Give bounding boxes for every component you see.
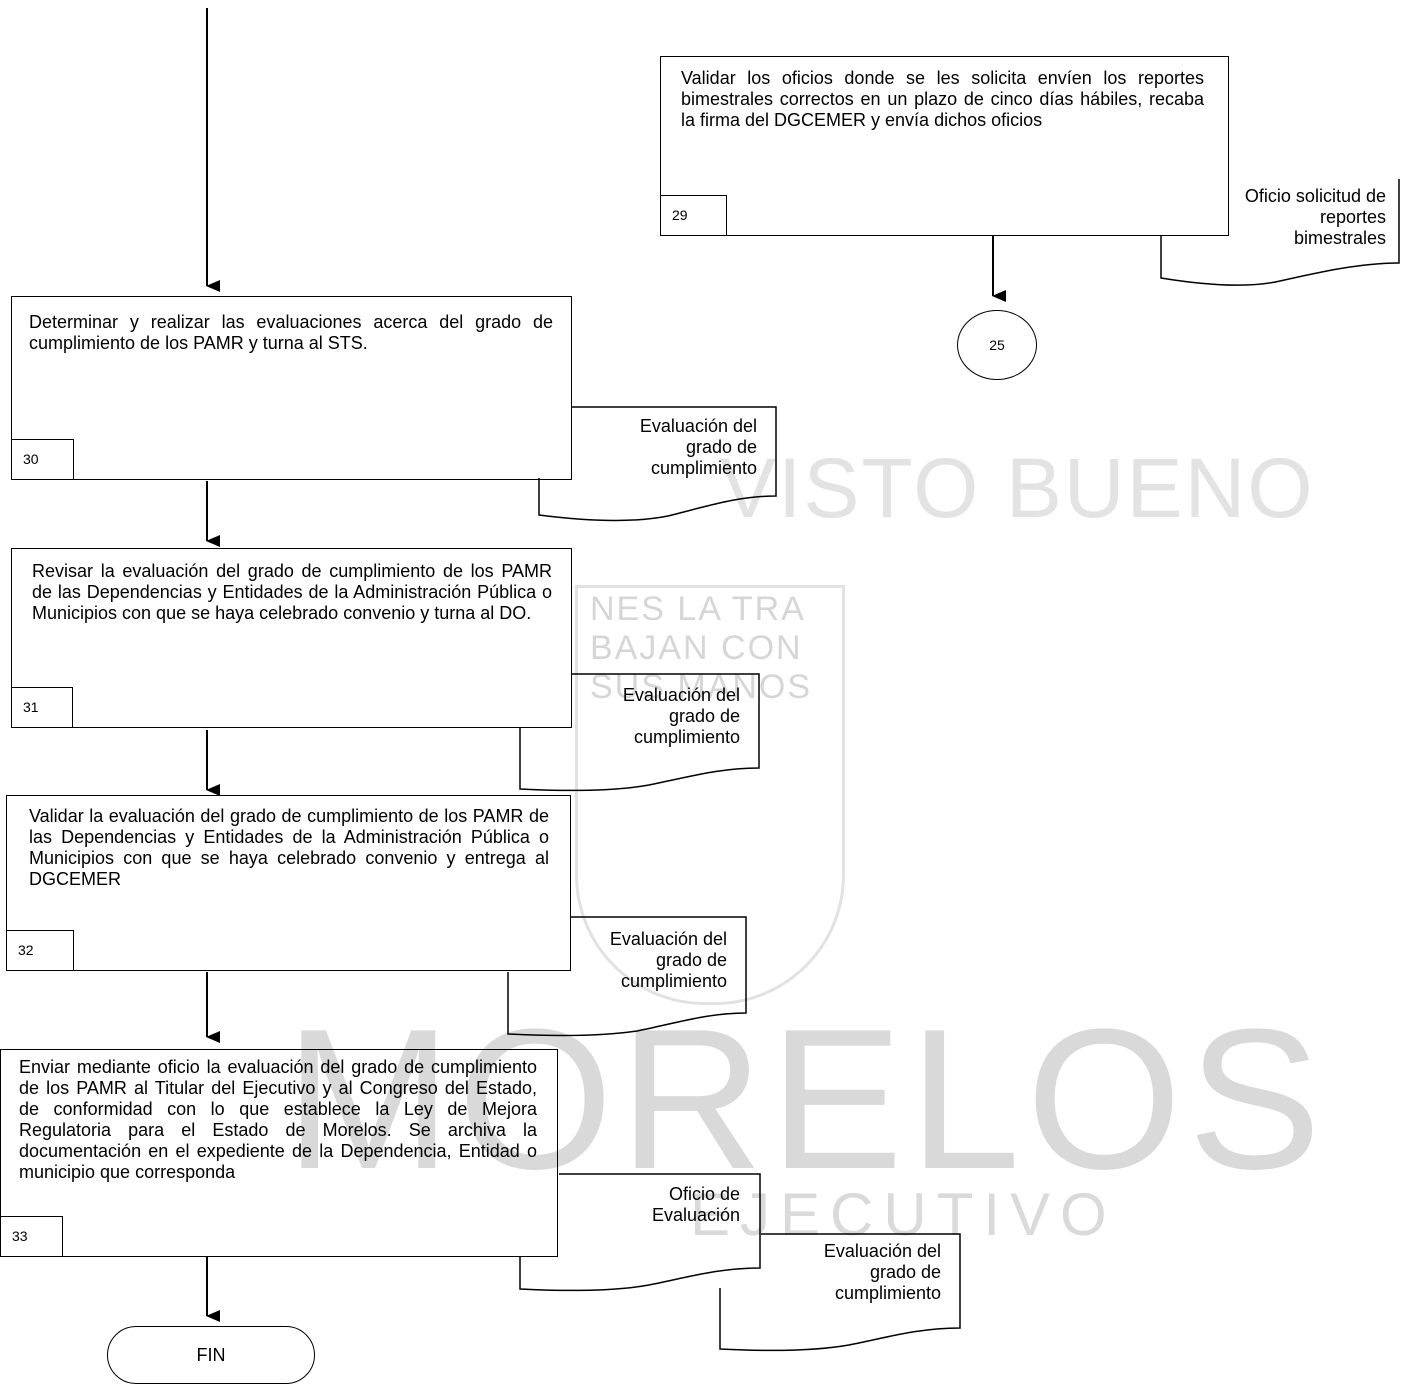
terminator-fin: FIN bbox=[107, 1326, 315, 1384]
document-evaluacion-32: Evaluación del grado de cumplimiento bbox=[507, 916, 747, 1038]
step-33-number: 33 bbox=[0, 1216, 63, 1257]
doc-33b-text: Evaluación del grado de cumplimiento bbox=[823, 1241, 941, 1303]
step-30-text: Determinar y realizar las evaluaciones a… bbox=[29, 312, 553, 353]
watermark-visto-bueno: VISTO BUENO bbox=[720, 441, 1315, 535]
step-32-number: 32 bbox=[6, 930, 74, 971]
document-oficio-solicitud: Oficio solicitud de reportes bimestrales bbox=[1160, 178, 1400, 293]
process-step-33: Enviar mediante oficio la evaluación del… bbox=[0, 1049, 558, 1257]
process-step-30: Determinar y realizar las evaluaciones a… bbox=[11, 296, 572, 480]
doc-32-text: Evaluación del grado de cumplimiento bbox=[609, 929, 727, 991]
step-33-text: Enviar mediante oficio la evaluación del… bbox=[19, 1057, 537, 1182]
doc-33-text: Oficio de Evaluación bbox=[651, 1184, 740, 1225]
document-oficio-evaluacion: Oficio de Evaluación bbox=[519, 1173, 761, 1295]
step-29-text: Validar los oficios donde se les solicit… bbox=[681, 68, 1204, 130]
step-29-number: 29 bbox=[660, 195, 727, 236]
step-32-text: Validar la evaluación del grado de cumpl… bbox=[29, 806, 549, 889]
step-30-number: 30 bbox=[11, 439, 74, 480]
doc-31-text: Evaluación del grado de cumplimiento bbox=[622, 685, 740, 747]
process-step-32: Validar la evaluación del grado de cumpl… bbox=[6, 795, 571, 971]
watermark-morelos: MORELOS bbox=[285, 988, 1328, 1211]
doc-29-text: Oficio solicitud de reportes bimestrales bbox=[1244, 186, 1386, 248]
process-step-29: Validar los oficios donde se les solicit… bbox=[660, 56, 1229, 236]
document-evaluacion-30: Evaluación del grado de cumplimiento bbox=[538, 406, 777, 526]
document-evaluacion-33: Evaluación del grado de cumplimiento bbox=[719, 1233, 961, 1355]
process-step-31: Revisar la evaluación del grado de cumpl… bbox=[11, 548, 572, 728]
document-evaluacion-31: Evaluación del grado de cumplimiento bbox=[519, 673, 760, 793]
watermark-seal bbox=[575, 585, 845, 1005]
doc-30-text: Evaluación del grado de cumplimiento bbox=[639, 416, 757, 478]
step-31-number: 31 bbox=[11, 687, 73, 728]
step-31-text: Revisar la evaluación del grado de cumpl… bbox=[32, 561, 552, 623]
connector-25: 25 bbox=[957, 310, 1037, 380]
